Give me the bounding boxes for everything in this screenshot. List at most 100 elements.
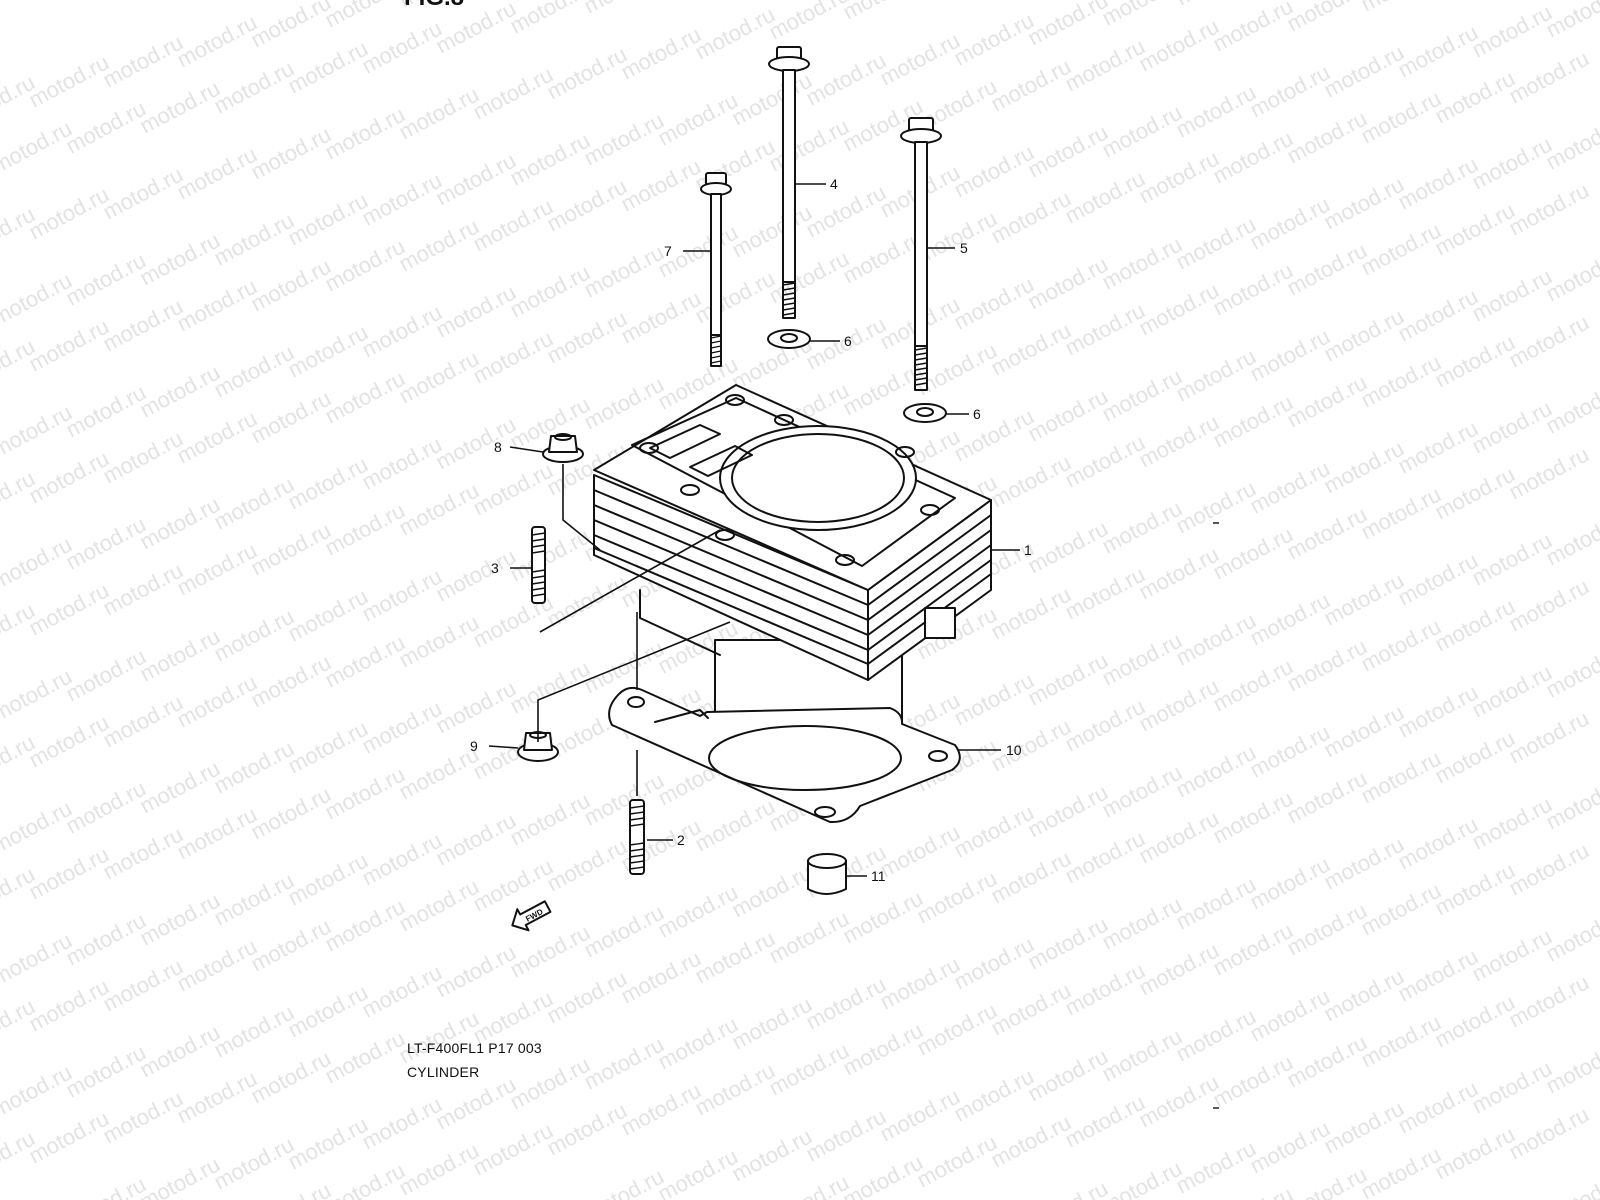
watermark-text: motod.ru (395, 1138, 483, 1200)
bolt-item-7[interactable] (700, 172, 732, 367)
watermark-text: motod.ru (1135, 410, 1223, 473)
watermark-text: motod.ru (432, 544, 520, 607)
watermark-text: motod.ru (25, 578, 113, 641)
watermark-text: motod.ru (395, 0, 483, 12)
watermark-text: motod.ru (0, 1060, 76, 1123)
watermark-text: motod.ru (913, 1130, 1001, 1193)
watermark-text: motod.ru (876, 820, 964, 883)
watermark-text: motod.ru (173, 10, 261, 73)
watermark-text: motod.ru (0, 532, 76, 595)
watermark-text: motod.ru (543, 834, 631, 897)
watermark-text: motod.ru (99, 822, 187, 885)
watermark-text: motod.ru (1468, 0, 1556, 62)
watermark-text: motod.ru (358, 16, 446, 79)
watermark-text: motod.ru (136, 624, 224, 687)
watermark-text: motod.ru (1024, 912, 1112, 975)
watermark-text: motod.ru (1061, 1090, 1149, 1153)
watermark-text: motod.ru (173, 538, 261, 601)
watermark-text: motod.ru (210, 604, 298, 667)
watermark-text: motod.ru (25, 182, 113, 245)
callout-4: 4 (830, 176, 838, 192)
watermark-text: motod.ru (1357, 218, 1445, 281)
watermark-text: motod.ru (321, 894, 409, 957)
watermark-text: motod.ru (1246, 984, 1334, 1047)
watermark-text: motod.ru (1061, 166, 1149, 229)
watermark-text: motod.ru (1098, 232, 1186, 295)
watermark-text: motod.ru (1283, 238, 1371, 301)
watermark-text: motod.ru (1431, 1122, 1519, 1185)
watermark-text: motod.ru (432, 1072, 520, 1135)
nut-item-8[interactable] (542, 433, 584, 463)
watermark-text: motod.ru (506, 260, 594, 323)
watermark-text: motod.ru (1098, 1024, 1186, 1087)
watermark-text: motod.ru (1024, 120, 1112, 183)
watermark-text: motod.ru (1394, 944, 1482, 1007)
bolt-item-5[interactable] (900, 117, 942, 391)
watermark-text: motod.ru (210, 208, 298, 271)
watermark-text: motod.ru (950, 404, 1038, 467)
callout-9: 9 (470, 738, 478, 754)
washer-item-6-lower[interactable] (903, 403, 947, 423)
watermark-text: motod.ru (506, 1052, 594, 1115)
watermark-text: motod.ru (1135, 806, 1223, 869)
watermark-text: motod.ru (1542, 508, 1600, 571)
watermark-text: motod.ru (62, 776, 150, 839)
watermark-text: motod.ru (173, 934, 261, 997)
watermark-text: motod.ru (247, 518, 335, 581)
watermark-text: motod.ru (1209, 0, 1297, 56)
stud-item-2[interactable] (629, 799, 645, 875)
watermark-text: motod.ru (728, 1124, 816, 1187)
watermark-text: motod.ru (1061, 694, 1149, 757)
dowel-pin-item-11[interactable] (807, 853, 847, 895)
watermark-text: motod.ru (506, 920, 594, 983)
watermark-text: motod.ru (1209, 918, 1297, 981)
callout-5: 5 (960, 240, 968, 256)
watermark-text: motod.ru (950, 272, 1038, 335)
watermark-text: motod.ru (1098, 760, 1186, 823)
callout-2: 2 (677, 832, 685, 848)
bolt-item-4[interactable] (768, 46, 810, 319)
watermark-text: motod.ru (1135, 278, 1223, 341)
watermark-text: motod.ru (321, 366, 409, 429)
watermark-text: motod.ru (247, 782, 335, 845)
watermark-text: motod.ru (1246, 720, 1334, 783)
watermark-text: motod.ru (1024, 1044, 1112, 1107)
watermark-text: motod.ru (506, 128, 594, 191)
watermark-text: motod.ru (987, 54, 1075, 117)
watermark-text: motod.ru (1209, 786, 1297, 849)
watermark-text: motod.ru (765, 246, 853, 309)
watermark-text: motod.ru (0, 664, 76, 727)
watermark-text: motod.ru (580, 1032, 668, 1095)
watermark-text: motod.ru (987, 978, 1075, 1041)
watermark-text: motod.ru (210, 1000, 298, 1063)
washer-item-6-upper[interactable] (767, 329, 811, 349)
watermark-text: motod.ru (210, 56, 298, 119)
watermark-text: motod.ru (1135, 146, 1223, 209)
watermark-text: motod.ru (395, 1006, 483, 1069)
watermark-text: motod.ru (210, 340, 298, 403)
watermark-text: motod.ru (1061, 562, 1149, 625)
gasket-item-10[interactable] (608, 686, 961, 824)
watermark-text: motod.ru (691, 266, 779, 329)
watermark-text: motod.ru (99, 954, 187, 1017)
watermark-text: motod.ru (1172, 872, 1260, 935)
watermark-text: motod.ru (25, 446, 113, 509)
watermark-text: motod.ru (987, 714, 1075, 777)
watermark-text: motod.ru (654, 88, 742, 151)
watermark-text: motod.ru (839, 0, 927, 24)
watermark-text: motod.ru (395, 610, 483, 673)
watermark-text: motod.ru (1505, 1102, 1593, 1165)
watermark-text: motod.ru (543, 306, 631, 369)
watermark-text: motod.ru (1209, 522, 1297, 585)
watermark-text: motod.ru (99, 690, 187, 753)
watermark-text: motod.ru (358, 300, 446, 363)
watermark-text: motod.ru (950, 932, 1038, 995)
model-code-caption: LT-F400FL1 P17 003 (407, 1040, 542, 1056)
callout-10: 10 (1006, 742, 1022, 758)
watermark-text: motod.ru (1431, 858, 1519, 921)
watermark-text: motod.ru (987, 318, 1075, 381)
watermark-text: motod.ru (1283, 898, 1371, 961)
watermark-text: motod.ru (802, 1104, 890, 1167)
stud-item-3[interactable] (531, 526, 546, 604)
watermark-text: motod.ru (1172, 476, 1260, 539)
